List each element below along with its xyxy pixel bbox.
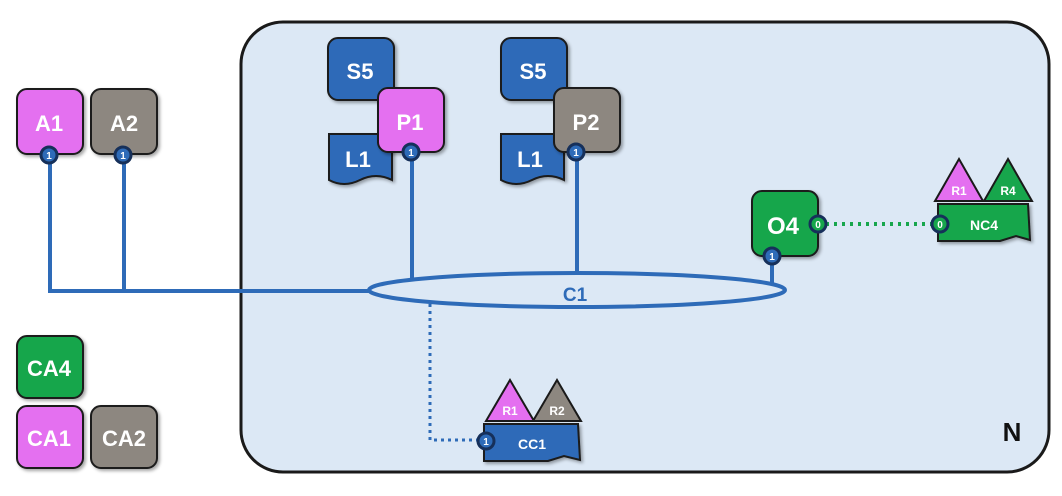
document-l1-label: L1	[345, 147, 371, 172]
app-a1-port: 1	[46, 151, 52, 162]
app-a1-label: A1	[35, 111, 63, 136]
node-o4-port-bottom: 1	[769, 252, 775, 263]
client-app-ca1[interactable]: CA1	[16, 405, 84, 469]
nc4-label: NC4	[970, 217, 998, 233]
stack-s5[interactable]	[500, 37, 568, 101]
port-icon[interactable]	[762, 246, 782, 266]
process-p1-label: P1	[397, 110, 424, 135]
process-p1-port: 1	[408, 148, 414, 159]
node-o4-port-right: 0	[815, 220, 821, 231]
app-a2-port: 1	[120, 151, 126, 162]
port-icon[interactable]	[476, 431, 496, 451]
nc4-component[interactable]: R1 R4 NC4 0	[930, 156, 1034, 242]
node-o4-label: O4	[767, 213, 800, 240]
client-app-ca2-label: CA2	[102, 426, 146, 451]
role-triangle-r1[interactable]	[933, 156, 985, 202]
port-icon[interactable]	[39, 145, 59, 165]
channel-c1-label: C1	[563, 285, 588, 306]
document-l1[interactable]	[328, 133, 393, 185]
client-app-ca4[interactable]: CA4	[16, 335, 84, 399]
process-p2-label: P2	[573, 110, 600, 135]
link-cc1-dotted	[428, 304, 482, 442]
process-p1-stack[interactable]: S5 L1 P1 1	[327, 37, 445, 185]
cc1-component[interactable]: R1 R2 CC1 1	[476, 378, 583, 462]
port-icon[interactable]	[930, 214, 950, 234]
node-o4[interactable]: O4 0 1	[751, 190, 828, 266]
app-a2[interactable]: A2 1	[90, 88, 158, 165]
nc4-port: 0	[937, 220, 943, 231]
port-icon[interactable]	[113, 145, 133, 165]
port-icon[interactable]	[566, 142, 586, 162]
cc1-role-r2: R2	[549, 404, 565, 418]
app-a2-label: A2	[110, 111, 138, 136]
role-triangle-r1[interactable]	[484, 378, 536, 422]
port-icon[interactable]	[808, 214, 828, 234]
cc1-role-r1: R1	[502, 404, 518, 418]
process-p2-port: 1	[573, 148, 579, 159]
document-l1[interactable]	[500, 133, 565, 185]
network-label: N	[1003, 417, 1022, 447]
nc4-role-r1: R1	[951, 184, 967, 198]
role-triangle-r2[interactable]	[531, 378, 583, 422]
stack-s5-label: S5	[520, 59, 547, 84]
cc1-port: 1	[483, 437, 489, 448]
nc4-role-r4: R4	[1000, 184, 1016, 198]
cc1-label: CC1	[518, 436, 546, 452]
port-icon[interactable]	[401, 142, 421, 162]
client-app-ca2[interactable]: CA2	[90, 405, 158, 469]
nc4-body[interactable]	[937, 203, 1032, 242]
client-app-ca1-label: CA1	[27, 426, 71, 451]
process-p2[interactable]	[553, 87, 621, 153]
cc1-body[interactable]	[483, 423, 582, 462]
app-a1[interactable]: A1 1	[16, 88, 84, 165]
stack-s5[interactable]	[327, 37, 395, 101]
client-app-ca4-label: CA4	[27, 356, 72, 381]
document-l1-label: L1	[517, 147, 543, 172]
blue-links	[48, 157, 774, 293]
process-p2-stack[interactable]: S5 L1 P2 1	[500, 37, 621, 185]
stack-s5-label: S5	[347, 59, 374, 84]
channel-c1[interactable]	[367, 271, 787, 309]
role-triangle-r4[interactable]	[982, 156, 1034, 202]
